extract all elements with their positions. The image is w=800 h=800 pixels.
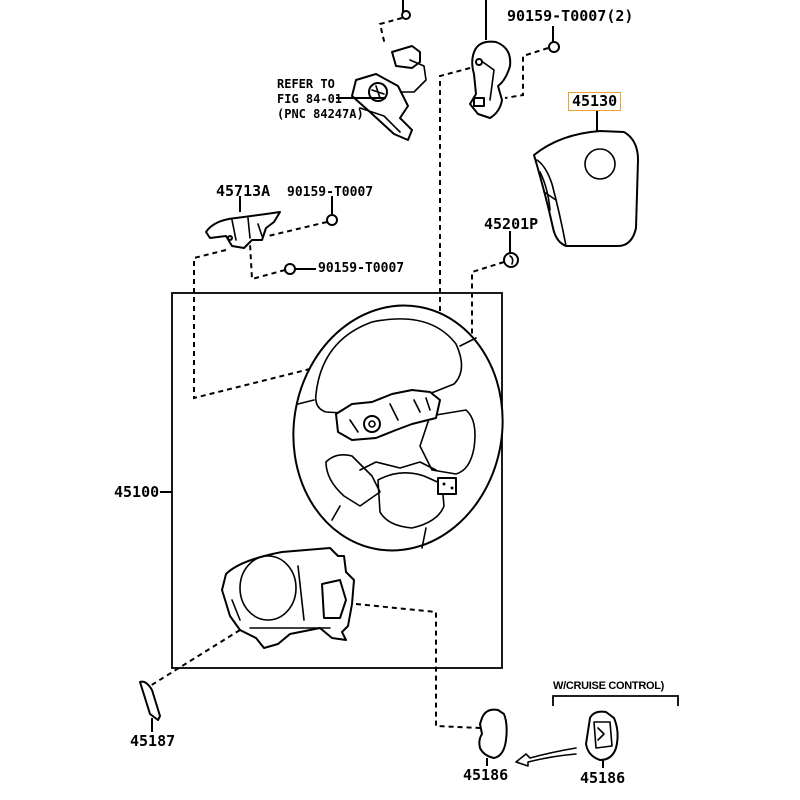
callout-airbag-45130[interactable]: 45130 xyxy=(567,92,622,111)
bracket-45713a xyxy=(193,196,379,420)
condition-note: W/CRUISE CONTROL) xyxy=(553,680,665,692)
refer-note-line-1: REFER TO xyxy=(277,77,335,91)
callout-switch-cover-45186-left[interactable]: 45186 xyxy=(463,766,509,784)
refer-note-line-3: (PNC 84247A) xyxy=(277,107,364,121)
callout-wheel-45100[interactable]: 45100 xyxy=(114,483,160,501)
replacement-arrow xyxy=(515,747,577,767)
wheel-assembly-frame xyxy=(171,292,503,669)
airbag-assembly xyxy=(533,111,639,247)
steering-wheel xyxy=(292,304,504,552)
refer-note-line-2[interactable]: FIG 84-01 xyxy=(277,92,343,106)
cover-45187 xyxy=(139,680,161,732)
callout-bracket-bolt-upper[interactable]: 90159-T0007 xyxy=(287,185,374,200)
callout-cover-45187[interactable]: 45187 xyxy=(130,732,176,750)
callout-top-bolt[interactable]: 90159-T0007(2) xyxy=(507,7,634,25)
callout-switch-cover-45186-right[interactable]: 45186 xyxy=(580,769,626,787)
steering-pad-switch xyxy=(469,0,560,119)
steering-wheel-lower-cover xyxy=(149,547,481,729)
callout-bracket-bolt-lower[interactable]: 90159-T0007 xyxy=(318,261,405,276)
callout-bracket-45713a[interactable]: 45713A xyxy=(216,182,271,200)
callout-plug-45201p[interactable]: 45201P xyxy=(484,215,539,233)
condition-bracket xyxy=(552,695,679,706)
switch-cover-45186-left xyxy=(478,708,508,766)
spiral-cable-switch xyxy=(351,0,427,141)
switch-cover-45186-right xyxy=(585,710,619,768)
refer-note: REFER TO FIG 84-01 (PNC 84247A) xyxy=(277,77,364,122)
